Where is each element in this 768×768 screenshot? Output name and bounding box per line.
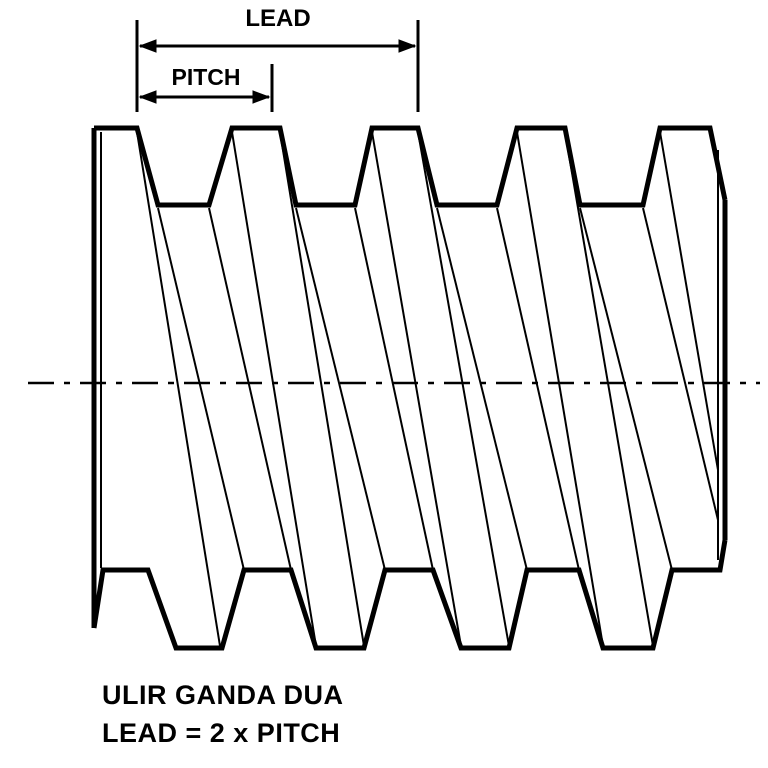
helix-line (208, 207, 292, 571)
helix-line (436, 207, 528, 571)
caption: ULIR GANDA DUA LEAD = 2 x PITCH (102, 676, 343, 752)
helix-line (371, 131, 462, 647)
pitch-arrow-left (138, 90, 157, 104)
caption-line-1: ULIR GANDA DUA (102, 680, 344, 710)
lead-arrow-right (398, 39, 417, 53)
helix-line (295, 207, 386, 571)
helix-line (496, 207, 580, 571)
helix-line (564, 131, 654, 647)
helix-line (417, 131, 510, 647)
pitch-label: PITCH (172, 64, 241, 90)
lead-dimension (135, 20, 420, 112)
helix-line (659, 131, 719, 471)
helix-line (516, 131, 604, 647)
thread-bottom-outline (91, 539, 728, 651)
helix-lines (136, 131, 719, 647)
helix-line (231, 131, 317, 647)
helix-line (157, 207, 245, 571)
thread-top-outline (94, 125, 728, 208)
helix-line (579, 207, 673, 571)
lead-arrow-left (138, 39, 157, 53)
helix-line (354, 207, 434, 571)
pitch-arrow-right (252, 90, 271, 104)
helix-line (279, 131, 365, 647)
caption-line-2: LEAD = 2 x PITCH (102, 718, 341, 748)
lead-label: LEAD (245, 5, 310, 32)
pitch-dimension (138, 64, 274, 112)
helix-line (136, 131, 221, 647)
helix-line (642, 207, 719, 521)
